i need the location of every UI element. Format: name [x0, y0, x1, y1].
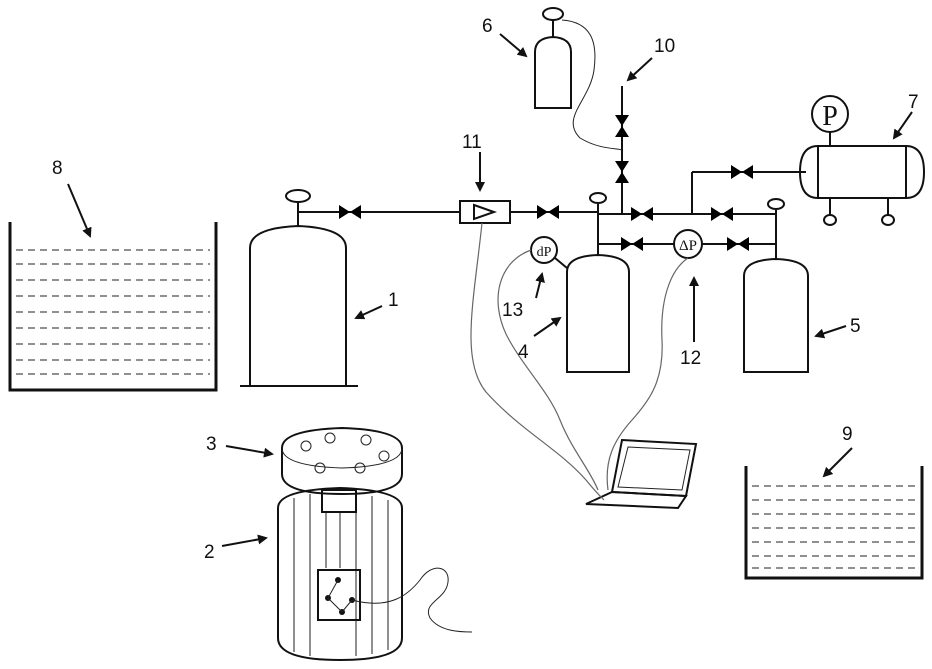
- callout-6: 6: [482, 16, 526, 56]
- callout-5: 5: [816, 316, 861, 337]
- svg-text:6: 6: [482, 16, 493, 37]
- svg-text:3: 3: [206, 434, 217, 455]
- svg-text:1: 1: [388, 290, 399, 311]
- svg-text:5: 5: [850, 316, 861, 337]
- vessel-valve-knob-4: [590, 193, 606, 203]
- svg-text:4: 4: [518, 342, 529, 363]
- pressure-gauge-label: P: [822, 101, 838, 132]
- valve-icon: [615, 115, 629, 137]
- callout-11: 11: [462, 132, 482, 190]
- valve-icon: [711, 207, 733, 221]
- dp-gauge-13: dP: [531, 237, 567, 268]
- callout-4: 4: [518, 318, 560, 363]
- delta-p-gauge-label: ΔP: [679, 238, 697, 254]
- flow-meter-11: [460, 201, 510, 223]
- svg-text:13: 13: [502, 300, 523, 321]
- svg-text:8: 8: [52, 158, 63, 179]
- svg-text:7: 7: [908, 92, 919, 113]
- svg-text:12: 12: [680, 348, 701, 369]
- horizontal-vessel-7: P: [800, 96, 924, 225]
- callout-13: 13: [502, 274, 542, 321]
- main-pipe: [298, 201, 598, 223]
- svg-text:9: 9: [842, 424, 853, 445]
- callout-1: 1: [356, 290, 399, 318]
- gas-cylinder-1: [240, 190, 358, 386]
- signal-wires: [471, 223, 688, 500]
- callout-2: 2: [204, 538, 266, 563]
- vessel-valve-knob-5: [768, 199, 784, 209]
- callout-10: 10: [628, 36, 675, 80]
- valve-icon: [621, 237, 643, 251]
- callout-12: 12: [680, 278, 701, 369]
- callout-8: 8: [52, 158, 90, 236]
- cylinder-valve-knob-1: [286, 190, 310, 202]
- svg-text:10: 10: [654, 36, 675, 57]
- container-2: [278, 488, 472, 660]
- delta-p-gauge-12: ΔP: [674, 230, 702, 258]
- valve-icon: [615, 161, 629, 183]
- svg-text:11: 11: [462, 132, 482, 153]
- cylinder-6: [535, 8, 622, 150]
- interconnect-piping: [598, 86, 806, 251]
- valve-icon: [537, 205, 559, 219]
- water-tank-8: [10, 222, 216, 390]
- callout-7: 7: [894, 92, 919, 138]
- svg-text:2: 2: [204, 542, 215, 563]
- callout-9: 9: [824, 424, 853, 476]
- valve-icon: [339, 205, 361, 219]
- water-tank-9: [746, 466, 922, 578]
- lid-3: [282, 428, 402, 494]
- valve-icon: [727, 237, 749, 251]
- vessel-4: [567, 193, 629, 372]
- valve-icon: [731, 165, 753, 179]
- dp-gauge-label: dP: [537, 245, 552, 260]
- vessel-5: [744, 199, 808, 372]
- cylinder-valve-knob-6: [543, 8, 563, 20]
- callout-3: 3: [206, 434, 272, 455]
- valve-icon: [631, 207, 653, 221]
